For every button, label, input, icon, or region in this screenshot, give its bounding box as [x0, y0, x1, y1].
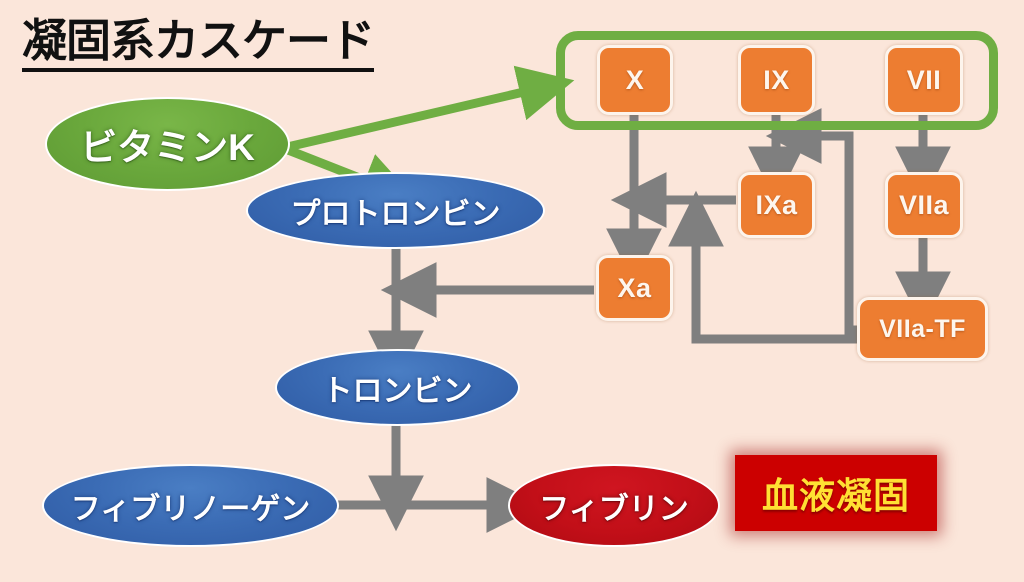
- node-thrombin[interactable]: トロンビン: [275, 349, 520, 426]
- arrow-viiatf-to-xa-path: [668, 190, 858, 344]
- arrow-vitaminK-to-factorgroup: [281, 65, 575, 153]
- factor-box-viia[interactable]: VIIa: [885, 172, 963, 238]
- result-banner-label: 血液凝固: [761, 475, 910, 516]
- arrow-viiatf-to-ix: [765, 108, 858, 335]
- factor-box-ix[interactable]: IX: [738, 45, 815, 115]
- factor-box-x[interactable]: X: [597, 45, 673, 115]
- factor-label-vii: VII: [906, 64, 942, 95]
- node-fibrinogen[interactable]: フィブリノーゲン: [42, 464, 339, 547]
- node-prothrombin[interactable]: プロトロンビン: [246, 172, 545, 249]
- node-vitamin-k[interactable]: ビタミンK: [45, 97, 290, 191]
- factor-label-xa: Xa: [617, 272, 652, 303]
- factor-label-ixa: IXa: [755, 189, 798, 220]
- vitamin-k-dependent-factor-group: [556, 31, 998, 130]
- page-title: 凝固系カスケード: [22, 16, 375, 72]
- node-label-thrombin: トロンビン: [322, 374, 473, 408]
- factor-label-viia: VIIa: [898, 189, 950, 220]
- factor-box-xa[interactable]: Xa: [596, 255, 673, 321]
- node-label-fibrinogen: フィブリノーゲン: [70, 492, 311, 526]
- node-label-fibrin: フィブリン: [539, 492, 689, 526]
- factor-box-vii[interactable]: VII: [885, 45, 963, 115]
- node-label-prothrombin: プロトロンビン: [290, 197, 501, 231]
- result-banner-blood-coagulation: 血液凝固: [735, 455, 937, 531]
- node-fibrin[interactable]: フィブリン: [508, 464, 720, 547]
- node-label-vitamin-k: ビタミンK: [80, 127, 255, 168]
- factor-label-ix: IX: [763, 64, 790, 95]
- factor-box-viia-tf[interactable]: VIIa-TF: [857, 297, 988, 361]
- factor-label-x: X: [625, 64, 645, 95]
- factor-box-ixa[interactable]: IXa: [738, 172, 815, 238]
- factor-label-viia-tf: VIIa-TF: [879, 314, 966, 343]
